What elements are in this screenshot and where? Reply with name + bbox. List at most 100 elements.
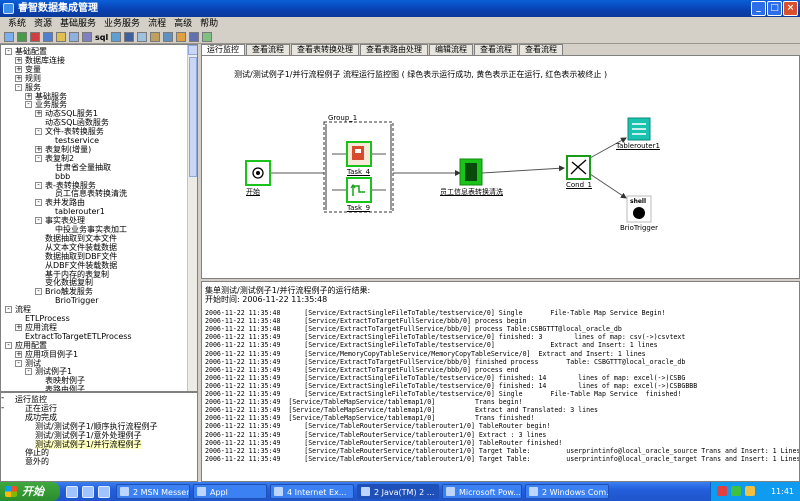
print-icon[interactable] <box>176 32 187 42</box>
table-icon[interactable] <box>111 32 122 42</box>
save-icon[interactable] <box>17 32 27 42</box>
taskbar-item[interactable]: 2 MSN Messenger <box>116 484 190 499</box>
tab-view-process-3[interactable]: 查看流程 <box>519 44 563 55</box>
stop-icon[interactable] <box>30 32 40 42</box>
tree-item[interactable]: ETLProcess <box>25 314 70 323</box>
tree-item[interactable]: 变量 <box>25 64 41 74</box>
tray-icon-3[interactable] <box>745 486 755 496</box>
tree-item[interactable]: 服务 <box>25 82 41 92</box>
folder-icon[interactable] <box>56 32 66 42</box>
tree-item[interactable]: 文件-表转换服务 <box>45 127 104 137</box>
taskbar-item[interactable]: 2 Windows Com... <box>525 484 609 499</box>
collapse-icon[interactable]: - <box>35 217 42 225</box>
tree-item[interactable]: 正在运行 <box>25 403 57 413</box>
collapse-icon[interactable]: - <box>5 341 12 349</box>
collapse-icon[interactable]: - <box>5 48 12 55</box>
menu-business-services[interactable]: 业务服务 <box>104 19 141 29</box>
tree-item[interactable]: 测试/测试例子1/意外处理例子 <box>35 430 142 440</box>
collapse-icon[interactable]: - <box>35 199 42 207</box>
group-box[interactable] <box>323 121 394 213</box>
tree-item[interactable]: 表路由例子 <box>45 385 85 392</box>
menu-help[interactable]: 帮助 <box>200 19 219 29</box>
clock-icon[interactable] <box>82 32 92 42</box>
collapse-icon[interactable]: - <box>35 181 42 189</box>
desktop-quicklaunch-icon[interactable] <box>82 485 94 498</box>
tree-item[interactable]: 成功完成 <box>25 412 57 422</box>
process-canvas[interactable]: 测试/测试例子1/并行流程例子 流程运行监控图 ( 绿色表示运行成功, 黄色表示… <box>201 55 800 279</box>
tree-item[interactable]: 数据库连接 <box>25 55 65 65</box>
tree-item[interactable]: 表并发路由 <box>45 198 85 208</box>
tree-item[interactable]: testservice <box>55 136 100 145</box>
tray-icon-2[interactable] <box>731 486 741 496</box>
tab-view-process[interactable]: 查看流程 <box>246 44 290 55</box>
tray-icon-1[interactable] <box>717 486 727 496</box>
tree-item[interactable]: 运行监控 <box>15 395 47 404</box>
media-quicklaunch-icon[interactable] <box>98 485 110 498</box>
menu-process[interactable]: 流程 <box>148 19 167 29</box>
tree-scrollbar[interactable] <box>187 45 197 391</box>
tree-item[interactable]: tablerouter1 <box>55 207 105 217</box>
taskbar-item[interactable]: Appl <box>193 484 267 499</box>
collapse-icon[interactable]: - <box>35 128 42 136</box>
tree-item[interactable]: 测试/测试例子1/并行流程例子 <box>35 439 142 449</box>
tree-item[interactable]: 测试例子1 <box>35 367 73 377</box>
tree-item[interactable]: 从DBF文件装载数据 <box>45 260 118 270</box>
expand-icon[interactable]: + <box>15 64 22 73</box>
monitor-icon[interactable] <box>163 32 174 42</box>
taskbar-item[interactable]: 2 Java(TM) 2 ... <box>357 484 439 499</box>
user-icon[interactable] <box>202 32 213 42</box>
splitter[interactable] <box>198 44 201 482</box>
start-button[interactable]: 开始 <box>0 482 60 501</box>
tree-item[interactable]: 应用流程 <box>25 322 57 332</box>
tab-run-monitor[interactable]: 运行监控 <box>201 44 245 55</box>
tab-view-process-2[interactable]: 查看流程 <box>474 44 518 55</box>
tree-item[interactable]: bbb <box>55 171 71 181</box>
tree-item[interactable]: BrioTrigger <box>55 296 99 306</box>
refresh-icon[interactable] <box>69 32 79 42</box>
expand-icon[interactable]: + <box>15 349 22 358</box>
tree-item[interactable]: 基础配置 <box>15 47 47 56</box>
expand-icon[interactable]: + <box>15 73 22 82</box>
tree-item[interactable]: 流程 <box>15 305 31 315</box>
scroll-thumb[interactable] <box>189 57 197 177</box>
log-pane[interactable]: 集单测试/测试例子1/并行流程例子的运行结果: 开始时间: 2006-11-22… <box>201 281 800 482</box>
tree-item[interactable]: 应用项目例子1 <box>25 349 79 359</box>
menu-system[interactable]: 系统 <box>8 19 27 29</box>
tree-item[interactable]: 表映射例子 <box>45 376 85 386</box>
ie-quicklaunch-icon[interactable] <box>66 485 78 498</box>
tree-item[interactable]: 变化数据复制 <box>45 278 93 288</box>
tree-item[interactable]: 动态SQL服务1 <box>45 109 98 119</box>
expand-icon[interactable]: + <box>35 144 42 153</box>
tree-item[interactable]: 测试 <box>25 358 41 368</box>
help-icon[interactable] <box>189 32 200 42</box>
tree-item[interactable]: 中投业务事实表加工 <box>55 225 127 234</box>
database-icon[interactable] <box>43 32 53 42</box>
menu-basic-services[interactable]: 基础服务 <box>60 19 97 29</box>
tree-item[interactable]: 测试/测试例子1/顺序执行流程例子 <box>35 421 158 431</box>
collapse-icon[interactable]: - <box>35 154 42 162</box>
tree-item[interactable]: 表复制(增量) <box>45 144 92 154</box>
collapse-icon[interactable]: - <box>1 403 5 413</box>
collapse-icon[interactable]: - <box>15 359 22 367</box>
new-icon[interactable] <box>4 32 14 42</box>
tree-item[interactable]: 表复制2 <box>45 153 75 163</box>
tab-edit-process[interactable]: 编辑流程 <box>429 44 473 55</box>
collapse-icon[interactable]: - <box>25 368 32 376</box>
expand-icon[interactable]: + <box>25 91 32 100</box>
tree-item[interactable]: 员工信息表转换清洗 <box>55 189 127 199</box>
tree-item[interactable]: 基于内存的表复制 <box>45 269 109 279</box>
grid-icon[interactable] <box>137 32 148 42</box>
tree-item[interactable]: 规则 <box>25 73 41 83</box>
tree-item[interactable]: 应用配置 <box>15 340 47 350</box>
transform-icon[interactable] <box>150 32 161 42</box>
tree-item[interactable]: 数据抽取到文本文件 <box>45 233 117 243</box>
expand-icon[interactable]: + <box>15 55 22 64</box>
maximize-button[interactable]: □ <box>767 1 782 16</box>
tree-item[interactable]: Brio触发服务 <box>45 287 93 297</box>
collapse-icon[interactable]: - <box>25 101 32 109</box>
scroll-up-arrow[interactable] <box>188 45 197 55</box>
collapse-icon[interactable]: - <box>35 288 42 296</box>
tab-view-table-route[interactable]: 查看表路由处理 <box>360 44 428 55</box>
tree-item[interactable]: ExtractToTargetETLProcess <box>25 331 132 341</box>
tree-item[interactable]: 表-表转换服务 <box>45 180 96 190</box>
